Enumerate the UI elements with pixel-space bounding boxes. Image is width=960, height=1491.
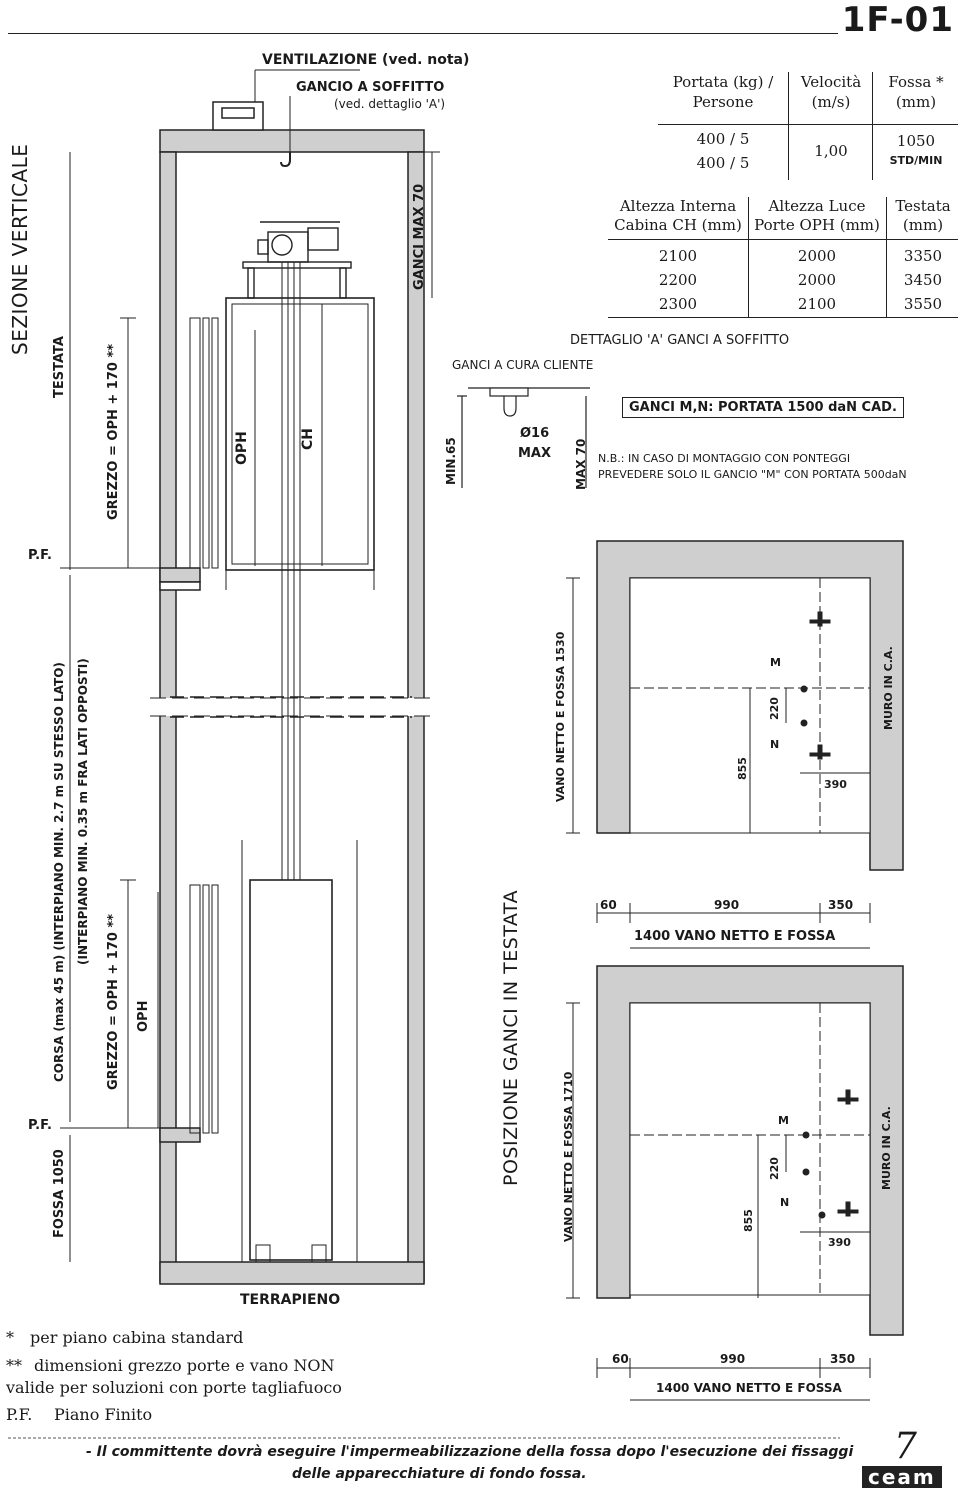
spec2-testata-2: 3450 xyxy=(903,271,943,289)
testata-label: TESTATA xyxy=(52,336,67,398)
min65-label: MIN.65 xyxy=(444,437,458,485)
counterweight xyxy=(249,879,333,1261)
plan2-vano-label: VANO NETTO E FOSSA 1710 xyxy=(562,1071,575,1242)
plan2-d60: 60 xyxy=(612,1352,629,1366)
pit-floor xyxy=(159,1261,425,1285)
brand-logo: ceam xyxy=(862,1466,942,1488)
corsa-label-2: (INTERPIANO MIN. 0.35 m FRA LATI OPPOSTI… xyxy=(76,658,90,965)
spec1-portata-2: 400 / 5 xyxy=(696,154,750,172)
plan1-muro: MURO IN C.A. xyxy=(882,646,895,730)
pf-bottom-label: P.F. xyxy=(28,1118,52,1133)
plan2-d220: 220 xyxy=(768,1157,781,1180)
spec2-ch-2: 2200 xyxy=(658,271,698,289)
nb-line-1: N.B.: IN CASO DI MONTAGGIO CON PONTEGGI xyxy=(598,452,851,465)
plan2-d990: 990 xyxy=(720,1352,746,1366)
note-star: * per piano cabina standard xyxy=(6,1328,243,1347)
portata-box: GANCI M,N: PORTATA 1500 daN CAD. xyxy=(622,397,904,418)
note-dstar: ** dimensioni grezzo porte e vano NON xyxy=(6,1356,335,1375)
plan1-d60: 60 xyxy=(600,898,617,912)
page-number: 7 xyxy=(894,1426,917,1467)
plan1-d855: 855 xyxy=(736,757,749,780)
grezzo-top-label: GREZZO = OPH + 170 ** xyxy=(106,343,121,520)
spec2-ch-3: 2300 xyxy=(658,295,698,313)
plan2-n: N xyxy=(780,1196,790,1209)
plan2-d350: 350 xyxy=(830,1352,856,1366)
note-star-text: per piano cabina standard xyxy=(30,1328,244,1347)
gancio-soffitto-ref: (ved. dettaglio 'A') xyxy=(334,97,446,111)
spec2-oph-2: 2000 xyxy=(797,271,837,289)
ganci-cura-cliente: GANCI A CURA CLIENTE xyxy=(452,358,594,372)
spec1-portata-1: 400 / 5 xyxy=(696,130,750,148)
spec1-velocita: 1,00 xyxy=(814,142,848,160)
plan2-muro: MURO IN C.A. xyxy=(880,1106,893,1190)
header-rule xyxy=(8,33,838,34)
plan1-total: 1400 VANO NETTO E FOSSA xyxy=(634,929,836,944)
plan2-m: M xyxy=(778,1114,789,1127)
plan2-total: 1400 VANO NETTO E FOSSA xyxy=(656,1381,842,1395)
plan1-d220: 220 xyxy=(768,697,781,720)
plan1-vano-label: VANO NETTO E FOSSA 1530 xyxy=(554,631,567,802)
nb-line-2: PREVEDERE SOLO IL GANCIO "M" CON PORTATA… xyxy=(598,468,907,481)
note-pf: P.F. Piano Finito xyxy=(6,1405,152,1424)
grezzo-bottom-label: GREZZO = OPH + 170 ** xyxy=(106,913,121,1090)
corsa-label-1: CORSA (max 45 m) (INTERPIANO MIN. 2.7 m … xyxy=(52,662,66,1082)
footer-line-2: delle apparecchiature di fondo fossa. xyxy=(292,1466,587,1482)
oph-bottom-label: OPH xyxy=(136,1000,151,1032)
plan1-d390: 390 xyxy=(824,778,847,791)
max70-label: MAX 70 xyxy=(574,438,588,490)
spec1-fossa-note: STD/MIN xyxy=(889,154,943,167)
note-star-mark: * xyxy=(6,1328,14,1347)
spec1-fossa: 1050 xyxy=(896,132,936,150)
note-dstar-text-2: valide per soluzioni con porte tagliafuo… xyxy=(6,1378,342,1397)
fossa-label: FOSSA 1050 xyxy=(52,1149,67,1238)
plan1-n: N xyxy=(770,738,780,751)
ventilazione-label: VENTILAZIONE (ved. nota) xyxy=(262,52,470,68)
plan1-m: M xyxy=(770,656,781,669)
spec1-header-velocita: Velocità (m/s) xyxy=(800,73,862,111)
note-pf-text: Piano Finito xyxy=(54,1405,153,1424)
spec2-header-ch: Altezza Interna Cabina CH (mm) xyxy=(614,197,742,234)
gancio-soffitto-label: GANCIO A SOFFITTO xyxy=(296,80,445,95)
posizione-title: POSIZIONE GANCI IN TESTATA xyxy=(500,889,522,1186)
plan2-d855: 855 xyxy=(742,1209,755,1232)
pf-top-label: P.F. xyxy=(28,548,52,563)
spec2-ch-1: 2100 xyxy=(658,247,698,265)
ganci-max-label: GANCI MAX 70 xyxy=(412,183,427,290)
spec2-testata-1: 3350 xyxy=(903,247,943,265)
spec2-oph-1: 2000 xyxy=(797,247,837,265)
plan1-d350: 350 xyxy=(828,898,854,912)
plan1-d990: 990 xyxy=(714,898,740,912)
terrapieno-label: TERRAPIENO xyxy=(240,1292,341,1308)
sheet-id: 1F-01 xyxy=(841,0,954,40)
note-dstar-mark: ** xyxy=(6,1356,22,1375)
note-pf-mark: P.F. xyxy=(6,1405,33,1424)
plan2-d390: 390 xyxy=(828,1236,851,1249)
diam-label: Ø16 xyxy=(520,426,550,441)
detail-a-title: DETTAGLIO 'A' GANCI A SOFFITTO xyxy=(570,333,790,348)
roof-slab xyxy=(159,129,425,153)
oph-top-label: OPH xyxy=(234,431,250,465)
spec2-header-testata: Testata (mm) xyxy=(895,197,951,234)
spec1-header-portata: Portata (kg) / Persone xyxy=(672,73,774,111)
spec2-oph-3: 2100 xyxy=(797,295,837,313)
diam-max-label: MAX xyxy=(518,446,552,461)
spec2-header-oph: Altezza Luce Porte OPH (mm) xyxy=(754,197,880,234)
spec2-testata-3: 3550 xyxy=(903,295,943,313)
note-dstar-text-1: dimensioni grezzo porte e vano NON xyxy=(34,1356,335,1375)
footer-line-1: - Il committente dovrà eseguire l'imperm… xyxy=(86,1444,854,1460)
spec1-header-fossa: Fossa * (mm) xyxy=(888,73,944,111)
ch-label: CH xyxy=(300,428,316,450)
